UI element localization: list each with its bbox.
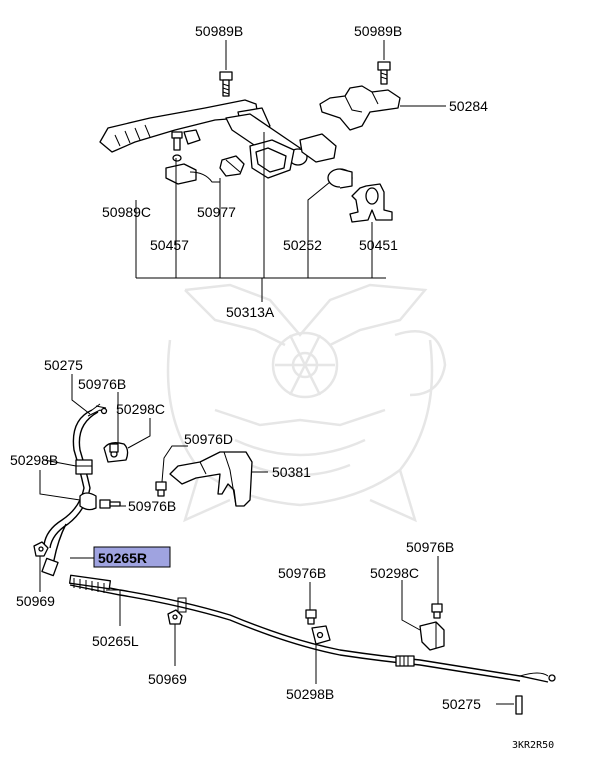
- watermark-emblem: [166, 283, 447, 523]
- nut-50969-mid: [167, 609, 183, 625]
- nut-50969-left: [33, 541, 49, 557]
- label-50298b-left[interactable]: 50298B: [10, 452, 58, 468]
- bolt-50989b-right: [377, 61, 391, 85]
- label-50969-mid[interactable]: 50969: [148, 671, 187, 687]
- top-leader-lines: [135, 40, 446, 302]
- label-50298b-bottom[interactable]: 50298B: [286, 686, 334, 702]
- bracket-50451: [349, 183, 393, 223]
- bolt-50976b-top: [109, 443, 119, 453]
- label-50313a[interactable]: 50313A: [226, 304, 275, 320]
- bolt-50976b-right: [431, 603, 443, 619]
- clip-50298b-mid: [79, 492, 97, 511]
- label-50265l[interactable]: 50265L: [92, 633, 139, 649]
- bracket-50284: [319, 85, 401, 131]
- label-50451[interactable]: 50451: [359, 237, 398, 253]
- end-fitting-50275-bottom: [498, 695, 523, 715]
- diagram-code: 3KR2R50: [512, 740, 554, 751]
- label-50275-top[interactable]: 50275: [44, 357, 83, 373]
- connector-50977: [219, 155, 245, 177]
- bottom-leader-lines: [39, 374, 498, 705]
- bushing-50252: [327, 168, 353, 189]
- label-50976b-3[interactable]: 50976B: [406, 539, 454, 555]
- hand-brake-lever: [99, 99, 337, 179]
- label-50298c-right[interactable]: 50298C: [370, 565, 419, 581]
- label-50976b-1[interactable]: 50976B: [78, 376, 126, 392]
- label-50977[interactable]: 50977: [197, 204, 236, 220]
- label-50976b-2[interactable]: 50976B: [128, 498, 176, 514]
- label-50284[interactable]: 50284: [449, 98, 488, 114]
- bolt-50976d: [155, 481, 167, 497]
- bolt-50976b-mid: [99, 499, 121, 509]
- label-50457[interactable]: 50457: [150, 237, 189, 253]
- highlight-box-50265r: [93, 546, 171, 568]
- label-50976b-4[interactable]: 50976B: [278, 565, 326, 581]
- label-50275-bottom[interactable]: 50275: [442, 696, 481, 712]
- label-50969-left[interactable]: 50969: [16, 593, 55, 609]
- label-50989b-left[interactable]: 50989B: [195, 23, 243, 39]
- bolt-50989b-left: [219, 71, 233, 97]
- clip-50298b-bottom: [311, 625, 331, 645]
- label-50989c[interactable]: 50989C: [102, 204, 151, 220]
- bracket-50381: [169, 451, 253, 507]
- bolt-50989c: [171, 131, 183, 162]
- cable-50265l: [68, 574, 556, 683]
- label-50989b-right[interactable]: 50989B: [354, 23, 402, 39]
- bolt-50976b-bottom-mid: [305, 609, 317, 625]
- label-50298c-top[interactable]: 50298C: [116, 401, 165, 417]
- clip-50298c-right: [419, 621, 445, 651]
- switch-50457: [165, 163, 220, 185]
- label-50265r[interactable]: 50265R: [98, 550, 147, 566]
- cable-50265r: [41, 403, 107, 577]
- label-50381[interactable]: 50381: [272, 464, 311, 480]
- label-50252[interactable]: 50252: [283, 237, 322, 253]
- end-fitting-50275-top: [87, 407, 108, 417]
- clip-50298b-left: [75, 459, 93, 475]
- part-labels: 50989B 50989B 50284 50989C 50977 50457 5…: [10, 23, 554, 751]
- label-50976d[interactable]: 50976D: [184, 431, 233, 447]
